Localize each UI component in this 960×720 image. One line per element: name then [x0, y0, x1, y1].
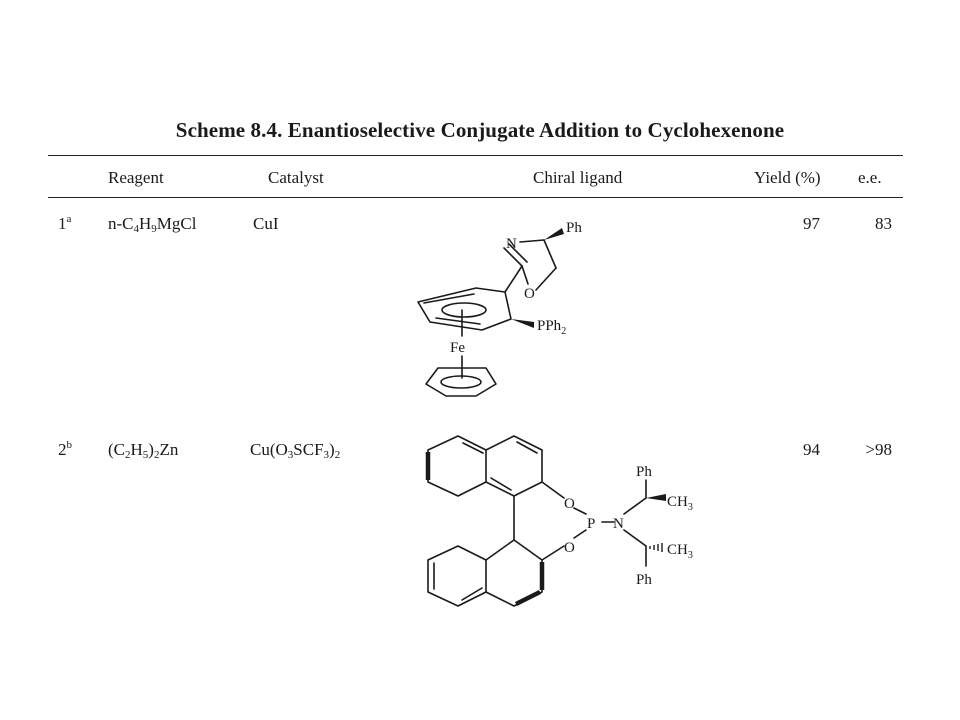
row2-entry: 2b — [58, 440, 72, 460]
ligand2-ch3-bottom-sub: 3 — [688, 550, 693, 561]
upper-naph-double-4 — [490, 477, 512, 491]
row1-reagent-prefix: n-C — [108, 214, 134, 233]
lower-c-o-bond — [541, 545, 565, 561]
row1-ligand-structure: N O Ph PPh2 Fe — [417, 220, 582, 397]
scheme-title: Scheme 8.4. Enantioselective Conjugate A… — [175, 118, 785, 142]
ligand2-ch3-bottom-text: CH — [667, 542, 688, 558]
header-yield: Yield (%) — [754, 168, 821, 187]
row1-entry: 1a — [58, 214, 71, 234]
row2-reagent-d: Zn — [159, 440, 179, 459]
row2-ee: >98 — [865, 440, 892, 459]
ligand2-o-bottom: O — [564, 540, 575, 556]
row2-reagent-s2: 5 — [142, 449, 149, 461]
ligand2-n: N — [613, 516, 624, 532]
ligand2-ch3-bottom: CH3 — [667, 542, 693, 561]
header-catalyst: Catalyst — [268, 168, 324, 187]
row2-ligand-structure: O P O N Ph CH3 CH3 Ph — [425, 435, 693, 607]
row1-ee: 83 — [875, 214, 892, 233]
upper-cp-ring — [417, 287, 512, 331]
pph2-wedge-bond — [511, 319, 534, 328]
row2-reagent-c: ) — [148, 440, 154, 459]
row1-entry-number: 1 — [58, 214, 67, 233]
upper-cp-double-bond-2 — [435, 317, 481, 325]
row2-reagent-s3: 2 — [153, 449, 160, 461]
oxazoline-o-c — [521, 265, 529, 285]
lower-naph-double-2 — [461, 587, 483, 601]
header-ee: e.e. — [858, 168, 882, 187]
row2-entry-number: 2 — [58, 440, 67, 459]
ligand1-fe-label: Fe — [450, 340, 465, 356]
row1-reagent-mid2: MgCl — [156, 214, 197, 233]
header-chiral-ligand: Chiral ligand — [533, 168, 623, 187]
ligand2-ch3-top: CH3 — [667, 494, 693, 513]
top-rule — [48, 155, 903, 156]
ligand2-ph-top: Ph — [636, 464, 652, 480]
upper-naphthalene-ring-b — [485, 435, 543, 497]
row2-catalyst-s2: 3 — [323, 449, 330, 461]
row2-reagent-s1: 2 — [125, 449, 131, 461]
header-rule — [48, 197, 903, 198]
upper-naph-double-3 — [516, 441, 538, 454]
row2-catalyst-a: Cu(O — [250, 440, 288, 459]
n-lower-ch-bond — [623, 529, 647, 547]
upper-naphthalene-ring-a — [427, 435, 487, 497]
oxazoline-c-c — [543, 239, 557, 269]
ligand2-ph-bottom: Ph — [636, 572, 652, 588]
ligand1-pph2-label: PPh2 — [537, 318, 566, 337]
row2-catalyst-c: ) — [329, 440, 335, 459]
upper-o-p-bond — [573, 507, 587, 515]
upper-naph-double-2 — [462, 442, 484, 454]
lower-naph-double-4 — [514, 589, 542, 607]
upper-cp-double-bond-1 — [423, 293, 475, 304]
ligand2-o-top: O — [564, 496, 575, 512]
row2-catalyst-s3: 2 — [334, 449, 341, 461]
ligand2-p: P — [587, 516, 595, 532]
row2-reagent: (C2H5)2Zn — [108, 440, 179, 461]
row1-entry-footnote: a — [66, 213, 72, 225]
ligand2-ch3-top-text: CH — [667, 494, 688, 510]
ligand1-pph-text: PPh — [537, 318, 562, 334]
oxazoline-c-n-double-2 — [508, 243, 528, 263]
oxazoline-c-o — [535, 267, 557, 291]
ligand1-o-label: O — [524, 286, 535, 302]
row2-catalyst-b: SCF — [293, 440, 324, 459]
row2-catalyst: Cu(O3SCF3)2 — [250, 440, 341, 461]
ligand1-n-label: N — [506, 236, 517, 252]
ligand1-ph-label: Ph — [566, 220, 582, 236]
row1-yield: 97 — [803, 214, 820, 233]
oxazoline-n-c — [519, 239, 545, 243]
row2-yield: 94 — [803, 440, 820, 459]
lower-o-p-bond — [573, 529, 587, 539]
row2-reagent-b: H — [130, 440, 143, 459]
upper-ch3-wedge — [646, 494, 666, 501]
lower-cp-ring — [425, 367, 497, 397]
ligand2-ch3-top-sub: 3 — [688, 502, 693, 513]
cp-oxazoline-bond — [504, 265, 523, 293]
row2-entry-footnote: b — [66, 439, 73, 451]
lower-ch3-hash-bond — [649, 543, 663, 552]
upper-cp-aromatic-circle — [441, 302, 487, 318]
row1-reagent-sub1: 4 — [133, 223, 140, 235]
lower-cp-aromatic-circle — [440, 375, 482, 389]
row1-reagent-mid1: H — [139, 214, 152, 233]
row2-reagent-a: (C — [108, 440, 125, 459]
ph-wedge-bond — [544, 228, 564, 240]
header-reagent: Reagent — [108, 168, 164, 187]
row1-reagent: n-C4H9MgCl — [108, 214, 197, 235]
upper-c-o-bond — [541, 481, 565, 499]
row1-reagent-sub2: 9 — [151, 223, 157, 235]
row2-catalyst-s1: 3 — [287, 449, 294, 461]
n-upper-ch-bond — [623, 497, 647, 515]
lower-naphthalene-ring-a — [427, 545, 487, 607]
oxazoline-c-n-double-1 — [503, 247, 523, 267]
row1-catalyst: CuI — [253, 214, 279, 233]
ligand1-pph-sub: 2 — [561, 326, 566, 337]
